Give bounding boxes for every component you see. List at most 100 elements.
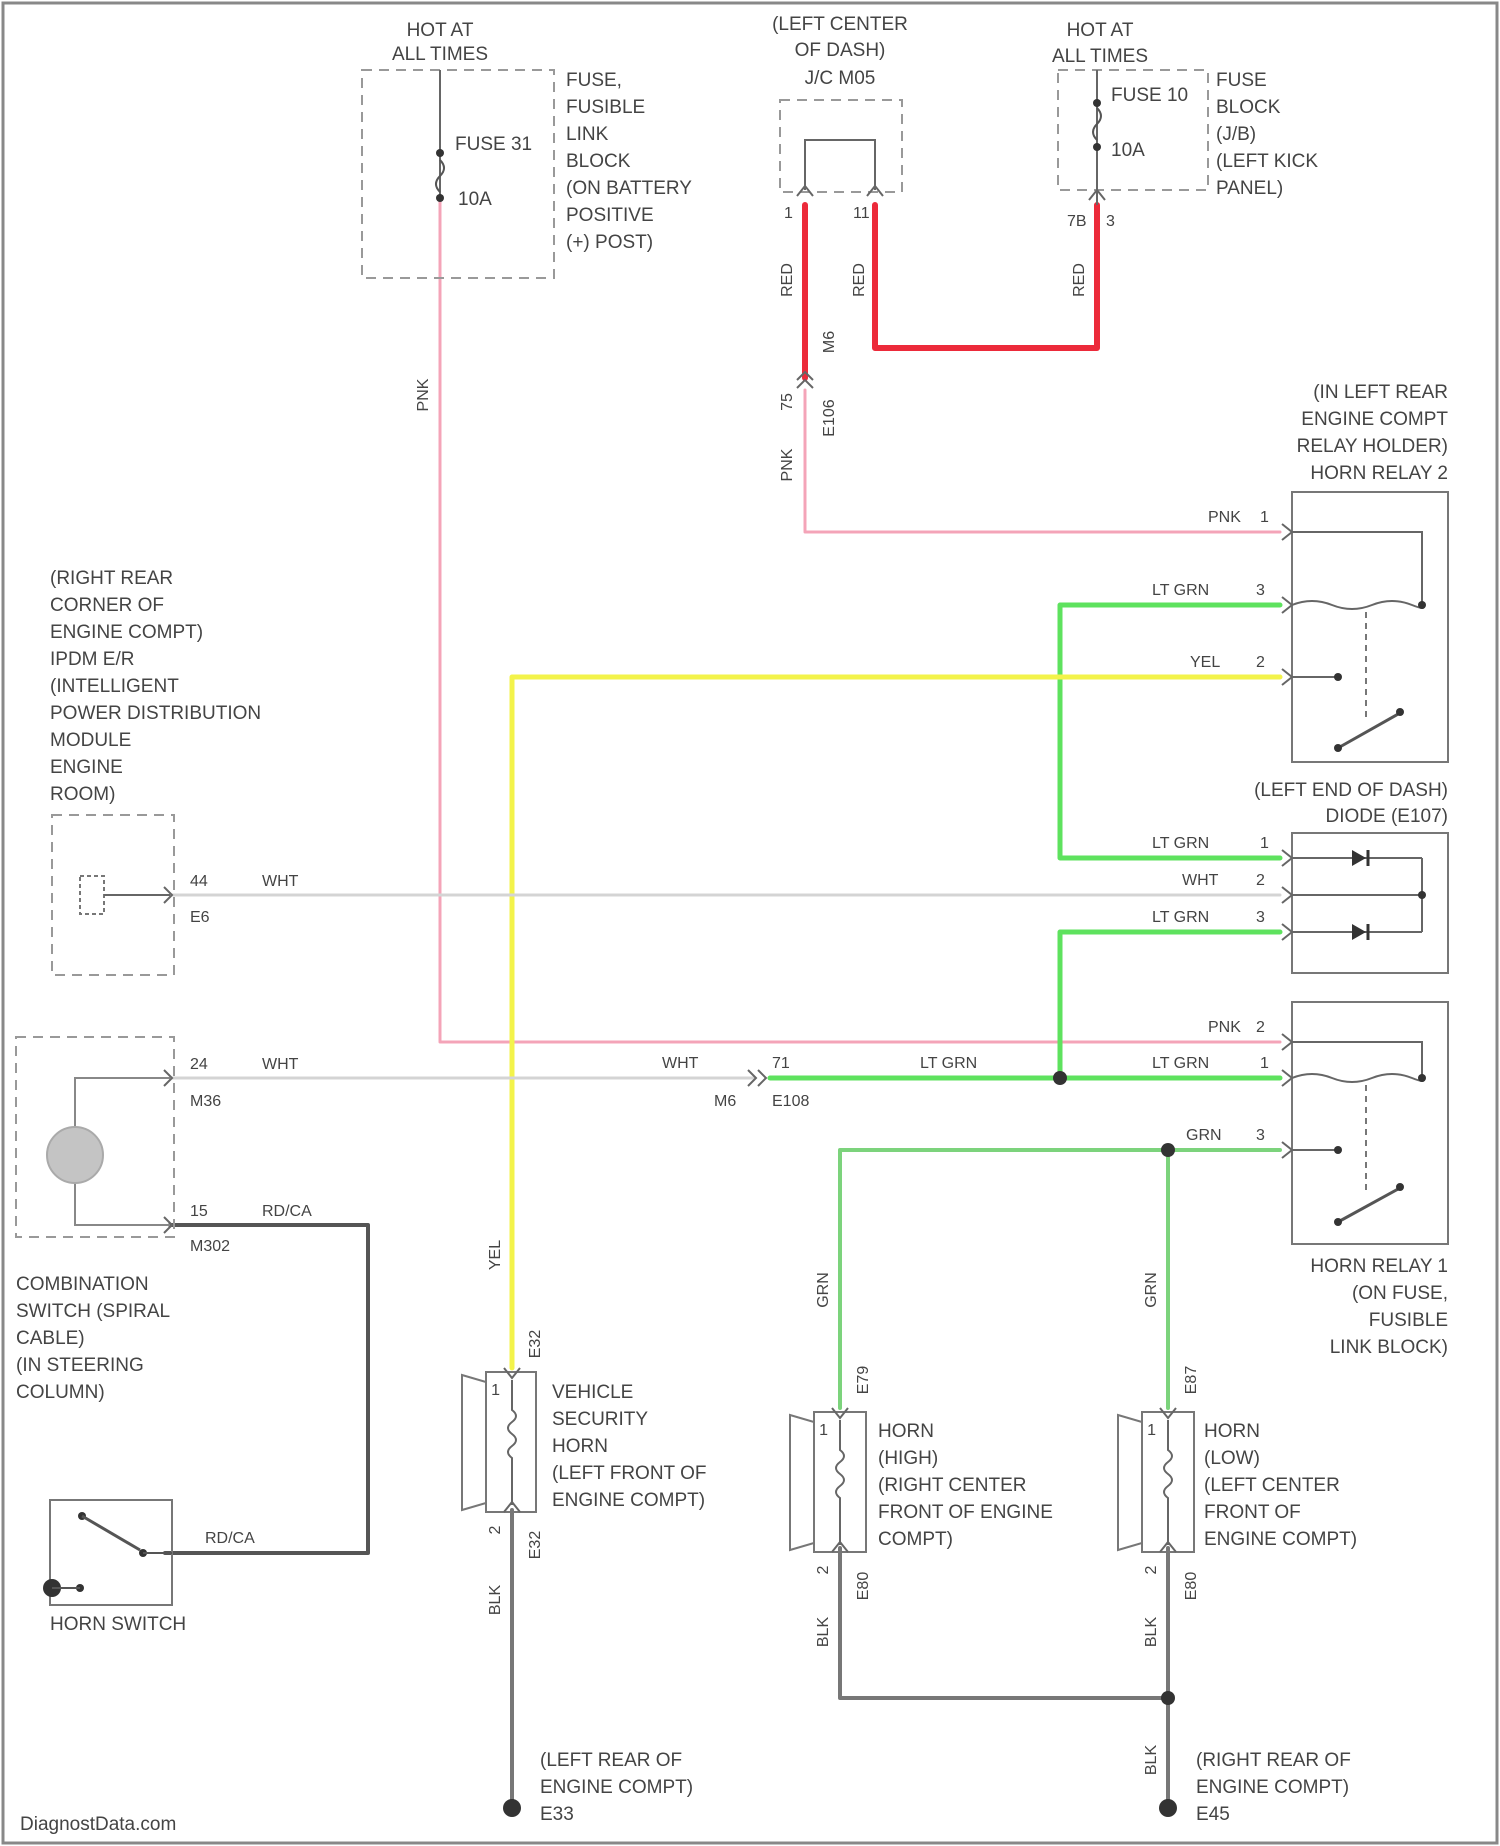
- hr1-pin2: 2: [1256, 1019, 1265, 1036]
- hl-l2: (LOW): [1204, 1448, 1260, 1469]
- hr2-l2: ENGINE COMPT: [1301, 409, 1448, 430]
- hr1-l2: (ON FUSE,: [1352, 1283, 1448, 1304]
- wirelabel-ltgrn-d1: LT GRN: [1152, 835, 1209, 852]
- wirelabel-pnk-hr2: PNK: [1208, 509, 1241, 526]
- ipdm-l9: ROOM): [50, 784, 115, 805]
- horn-relay-1: [1282, 1002, 1448, 1244]
- diode-l2: DIODE (E107): [1326, 806, 1448, 827]
- wirelabel-ltgrn-mid: LT GRN: [920, 1055, 977, 1072]
- ipdm-conn: E6: [190, 909, 210, 926]
- hh-pin2: 2: [815, 1565, 832, 1574]
- gnd-left-l1: (LEFT REAR OF: [540, 1750, 682, 1771]
- horn-low: [1118, 1408, 1194, 1552]
- combo-pin15: 15: [190, 1203, 208, 1220]
- hr2-l3: RELAY HOLDER): [1297, 436, 1448, 457]
- hot-at-left-l2: ALL TIMES: [392, 44, 488, 65]
- vsh-conn-bot: E32: [527, 1531, 544, 1560]
- wirelabel-red-c: RED: [1071, 263, 1088, 297]
- vsh-pin2: 2: [487, 1525, 504, 1534]
- hr1-l3: FUSIBLE: [1369, 1310, 1448, 1331]
- hl-conn-bot: E80: [1183, 1572, 1200, 1601]
- hr2-pin1: 1: [1260, 509, 1269, 526]
- wirelabel-pnk-vert: PNK: [415, 378, 432, 411]
- diagram-border: [3, 3, 1497, 1843]
- wirelabel-blk-gnd: BLK: [1143, 1745, 1160, 1776]
- hh-conn-bot: E80: [855, 1572, 872, 1601]
- horn-relay-2: [1282, 492, 1448, 762]
- ffl-l1: FUSE,: [566, 70, 622, 91]
- e106-label: E106: [821, 399, 838, 436]
- e108-id: E108: [772, 1093, 809, 1110]
- splice-grn: [1161, 1143, 1175, 1157]
- ipdm-l5: (INTELLIGENT: [50, 676, 179, 697]
- wirelabel-yel-hr2: YEL: [1190, 654, 1220, 671]
- vsh-l3: HORN: [552, 1436, 608, 1457]
- wirelabel-pnk-hr1: PNK: [1208, 1019, 1241, 1036]
- wirelabel-wht-combo: WHT: [262, 1056, 299, 1073]
- wirelabel-ltgrn-hr2: LT GRN: [1152, 582, 1209, 599]
- fusible-link-block: [362, 70, 554, 278]
- hl-pin1: 1: [1147, 1422, 1156, 1439]
- wirelabel-red-b: RED: [851, 263, 868, 297]
- wirelabel-blk-hh: BLK: [815, 1617, 832, 1648]
- splice-blk: [1161, 1691, 1175, 1705]
- diode-pin3: 3: [1256, 909, 1265, 926]
- splice-ltgrn: [1053, 1071, 1067, 1085]
- diode-pin1: 1: [1260, 835, 1269, 852]
- fb-l3: (J/B): [1216, 124, 1256, 145]
- combo-l2: SWITCH (SPIRAL: [16, 1301, 170, 1322]
- combo-m302: M302: [190, 1238, 230, 1255]
- ipdm-l1: (RIGHT REAR: [50, 568, 173, 589]
- e106-pin: 75: [779, 393, 796, 411]
- jc-l1: (LEFT CENTER: [772, 14, 908, 35]
- hh-l4: FRONT OF ENGINE: [878, 1502, 1053, 1523]
- hot-at-left-l1: HOT AT: [407, 20, 474, 41]
- jc-pin1: 1: [784, 205, 793, 222]
- hl-l3: (LEFT CENTER: [1204, 1475, 1340, 1496]
- ipdm-l6: POWER DISTRIBUTION: [50, 703, 261, 724]
- jc-l3: J/C M05: [805, 68, 876, 89]
- wire-red-jc-right: [875, 205, 1097, 348]
- vsh-conn-top: E32: [527, 1330, 544, 1359]
- combo-l3: CABLE): [16, 1328, 85, 1349]
- fuse31-amps: 10A: [458, 189, 492, 210]
- wirelabel-wht-d2: WHT: [1182, 872, 1219, 889]
- fb-pin1: 7B: [1067, 213, 1087, 230]
- wirelabel-pnk-jc: PNK: [779, 448, 796, 481]
- vsh-l2: SECURITY: [552, 1409, 648, 1430]
- hr2-pin2: 2: [1256, 654, 1265, 671]
- watermark: DiagnostData.com: [20, 1814, 176, 1835]
- wire-yel: [512, 677, 1280, 1368]
- hot-at-right-l1: HOT AT: [1067, 20, 1134, 41]
- wirelabel-blk-hl: BLK: [1143, 1617, 1160, 1648]
- vsh-l5: ENGINE COMPT): [552, 1490, 705, 1511]
- fb-l5: PANEL): [1216, 178, 1283, 199]
- e108-pin: 71: [772, 1055, 790, 1072]
- wirelabel-grn-hh: GRN: [815, 1272, 832, 1308]
- ipdm-l8: ENGINE: [50, 757, 123, 778]
- e108-m6: M6: [714, 1093, 736, 1110]
- horn-switch-label: HORN SWITCH: [50, 1614, 186, 1635]
- hot-at-right-l2: ALL TIMES: [1052, 46, 1148, 67]
- combo-pin24: 24: [190, 1056, 208, 1073]
- fb-pin2: 3: [1106, 213, 1115, 230]
- wirelabel-rdca-sw: RD/CA: [205, 1530, 255, 1547]
- vsh-pin1: 1: [491, 1382, 500, 1399]
- ffl-l5: (ON BATTERY: [566, 178, 692, 199]
- fuse31-label: FUSE 31: [455, 134, 532, 155]
- fuse10-amps: 10A: [1111, 140, 1145, 161]
- hr1-pin1: 1: [1260, 1055, 1269, 1072]
- ffl-l6: POSITIVE: [566, 205, 654, 226]
- gnd-left-id: E33: [540, 1804, 574, 1825]
- fuse10-label: FUSE 10: [1111, 85, 1188, 106]
- wire-grn-hr1: [840, 1150, 1280, 1408]
- combo-m36: M36: [190, 1093, 221, 1110]
- horn-high: [790, 1408, 866, 1552]
- ground-e45-icon: [1159, 1799, 1177, 1817]
- wirelabel-wht-e108: WHT: [662, 1055, 699, 1072]
- hh-l5: COMPT): [878, 1529, 953, 1550]
- wire-rdca: [165, 1225, 368, 1553]
- jc-pin2: 11: [853, 205, 870, 222]
- hl-l5: ENGINE COMPT): [1204, 1529, 1357, 1550]
